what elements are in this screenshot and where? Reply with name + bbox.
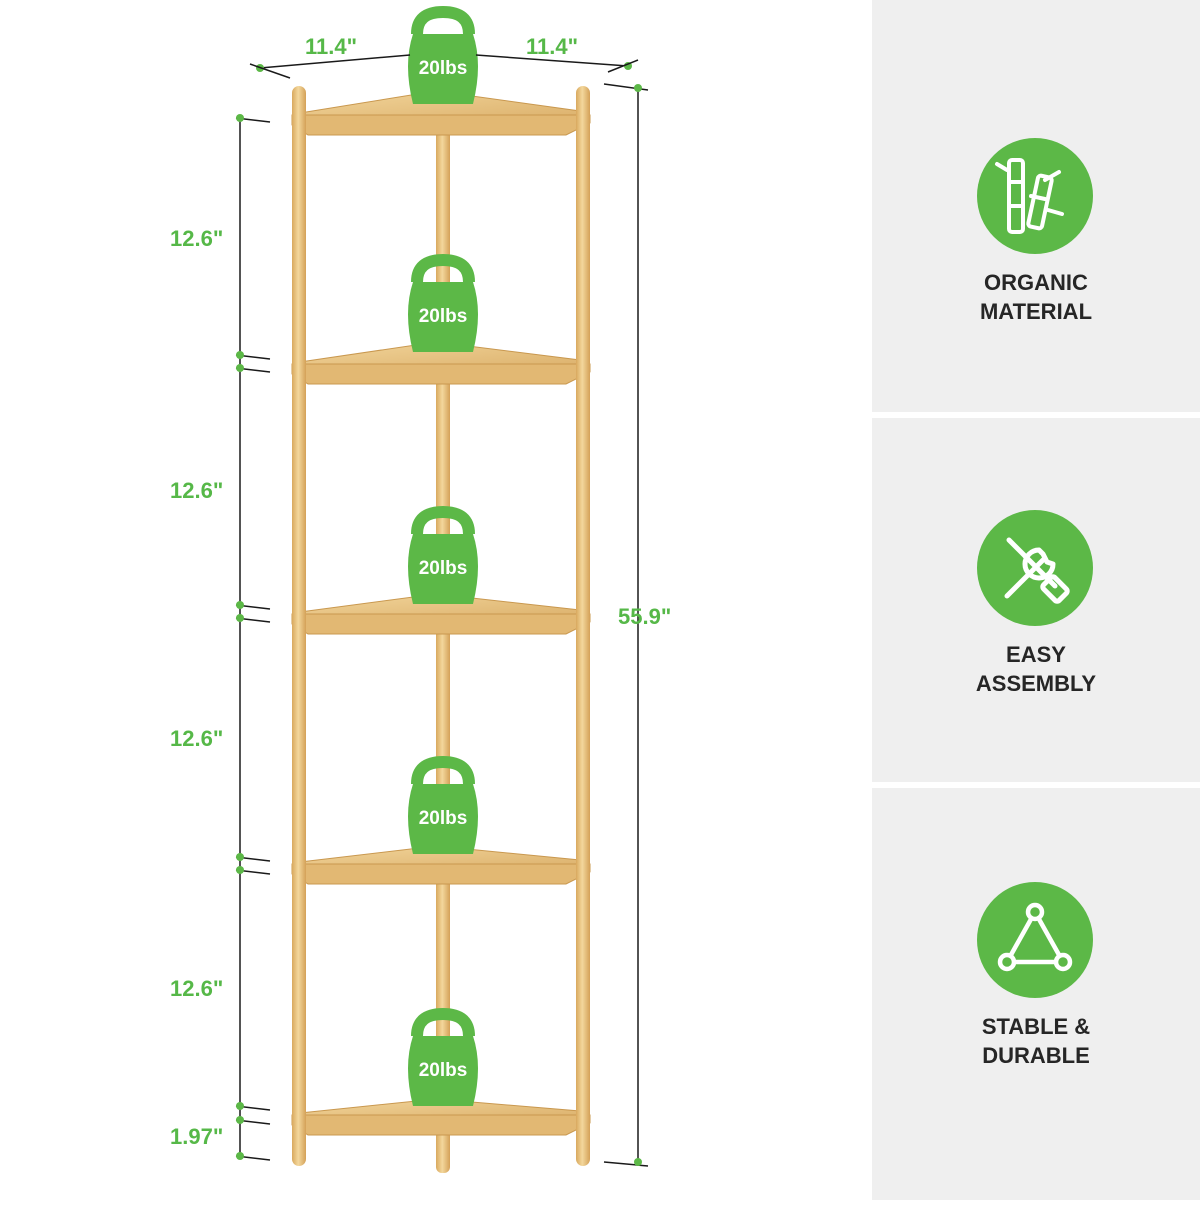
bottom-clearance: 1.97" [170,1124,224,1149]
dimension-dot [236,364,244,372]
feature-line: MATERIAL [979,299,1093,324]
dimension-dot [634,1158,642,1166]
shelf-spacing-2: 12.6" [170,478,224,503]
tools-icon [977,510,1093,626]
weight-icon: 20lbs [408,755,478,854]
dimension-dot [236,1152,244,1160]
weight-label: 20lbs [419,58,468,79]
dimension-dot [236,351,244,359]
feature-line: DURABLE [982,1043,1090,1068]
weight-icon: 20lbs [408,505,478,604]
width-line-right [475,54,629,67]
dimension-dot [236,853,244,861]
shelf-board-front [291,613,591,635]
shelf-board-front [291,863,591,885]
triangle-icon [977,882,1093,998]
feature-label-organic: ORGANIC MATERIAL [872,268,1200,326]
feature-label-assembly: EASY ASSEMBLY [872,640,1200,698]
width-line-left [259,54,411,69]
weight-label: 20lbs [419,306,468,327]
weight-label: 20lbs [419,558,468,579]
feature-panel-organic: ORGANIC MATERIAL [872,0,1200,412]
dimension-dot [236,614,244,622]
feature-label-stable: STABLE & DURABLE [872,1012,1200,1070]
corner-shelf-drawing: 20lbs 20lbs 20lbs 20lbs 20lbs [235,5,649,1173]
dimension-dot [236,114,244,122]
dimension-dot [236,866,244,874]
weight-icon: 20lbs [408,253,478,352]
feature-line: ASSEMBLY [975,671,1097,696]
feature-panel-assembly: EASY ASSEMBLY [872,418,1200,782]
weight-label: 20lbs [419,1060,468,1081]
dimension-dot [634,84,642,92]
shelf-spacing-1: 12.6" [170,226,224,251]
bamboo-icon [977,138,1093,254]
dimension-dot [236,1116,244,1124]
dimension-dot [236,601,244,609]
width-dim-right: 11.4" [526,34,579,59]
width-extension-left [249,63,291,79]
weight-icon: 20lbs [408,5,478,104]
shelf-board-front [291,114,591,136]
front-left-post [292,86,306,1166]
shelf-board-front [291,1114,591,1136]
shelf-spacing-4: 12.6" [170,976,224,1001]
feature-line: EASY [1006,642,1066,667]
width-extension-right [607,59,639,73]
total-height: 55.9" [618,604,672,629]
feature-panel-stable: STABLE & DURABLE [872,788,1200,1200]
shelf-board-front [291,363,591,385]
feature-line: STABLE & [981,1014,1091,1039]
product-illustration: 20lbs 20lbs 20lbs 20lbs 20lbs 11.4" 11.4" 12… [170,5,672,1173]
weight-label: 20lbs [419,808,468,829]
shelf-spacing-3: 12.6" [170,726,224,751]
dimension-dot [236,1102,244,1110]
weight-icon: 20lbs [408,1007,478,1106]
front-right-post [576,86,590,1166]
width-dim-left: 11.4" [305,34,358,59]
height-tick-bottom [603,1161,649,1167]
feature-line: ORGANIC [984,270,1088,295]
